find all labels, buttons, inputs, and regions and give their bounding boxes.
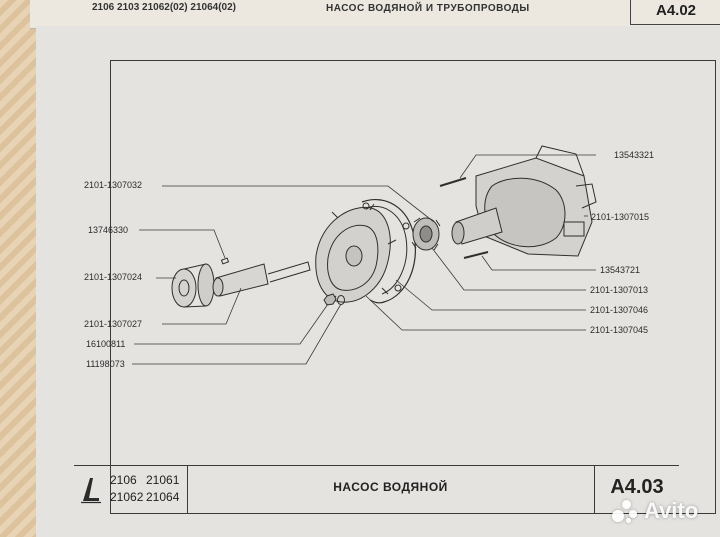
document-code: А4.03 xyxy=(610,476,664,498)
key-part xyxy=(220,257,230,265)
leader-16100811 xyxy=(134,303,329,345)
callout-13543321: 13543321 xyxy=(614,150,655,160)
callout-11198073: 11198073 xyxy=(86,359,125,369)
callout-13543721: 13543721 xyxy=(600,265,641,275)
leader-2101-1307013 xyxy=(431,247,586,291)
leader-13543321 xyxy=(459,154,596,179)
callout-13746330: 13746330 xyxy=(88,225,129,235)
leader-2101-1307046 xyxy=(395,279,586,311)
impeller-part xyxy=(411,217,441,251)
title-block-code-cell: А4.03 xyxy=(594,465,679,513)
callout-2101-1307046: 2101-1307046 xyxy=(590,305,649,315)
callout-2101-1307032: 2101-1307032 xyxy=(84,180,143,190)
leader-11198073 xyxy=(132,303,342,365)
avito-logo-icon xyxy=(612,498,640,524)
stud-upper-part xyxy=(439,177,467,187)
previous-page-code: А4.02 xyxy=(630,0,720,25)
model-21062: 21062 xyxy=(110,490,144,504)
pulley-hub-part xyxy=(171,263,215,308)
shaft-bearing-part xyxy=(212,261,311,297)
previous-page-strip: 2106 2103 21062(02) 21064(02) НАСОС ВОДЯ… xyxy=(30,0,720,29)
leader-2101-1307032 xyxy=(162,185,435,223)
drawing-frame xyxy=(110,60,716,514)
gasket-part xyxy=(361,199,416,304)
leader-2101-1307027 xyxy=(162,287,242,325)
catalog-page: 13543321 2101-1307032 2101-1307015 13746… xyxy=(36,26,720,537)
callout-2101-1307024: 2101-1307024 xyxy=(84,272,143,282)
stud-lower-part xyxy=(463,251,489,259)
nut-part xyxy=(323,293,337,306)
callout-2101-1307015: 2101-1307015 xyxy=(591,212,650,222)
water-pump-exploded-drawing xyxy=(132,145,597,365)
fabric-background xyxy=(0,0,40,537)
leader-2101-1307045 xyxy=(365,295,586,331)
previous-page-models: 2106 2103 21062(02) 21064(02) xyxy=(92,2,237,13)
previous-page-title: НАСОС ВОДЯНОЙ И ТРУБОПРОВОДЫ xyxy=(326,3,530,14)
callout-2101-1307027: 2101-1307027 xyxy=(84,319,143,329)
callout-2101-1307013: 2101-1307013 xyxy=(590,285,649,295)
document-title: НАСОС ВОДЯНОЙ xyxy=(333,480,448,494)
watermark-text: Avito xyxy=(644,498,699,523)
avito-watermark: Avito xyxy=(612,498,698,524)
callout-2101-1307045: 2101-1307045 xyxy=(590,325,649,335)
model-21064: 21064 xyxy=(146,490,180,504)
model-2106: 2106 xyxy=(110,473,137,487)
pump-housing-part xyxy=(315,203,397,303)
leader-13746330 xyxy=(139,229,226,259)
title-block-title-cell: НАСОС ВОДЯНОЙ xyxy=(187,465,594,513)
lada-logo-icon xyxy=(81,478,101,504)
leader-13543721 xyxy=(481,255,596,271)
pump-body-part xyxy=(451,145,597,257)
model-21061: 21061 xyxy=(146,473,180,487)
callout-16100811: 16100811 xyxy=(86,339,126,349)
